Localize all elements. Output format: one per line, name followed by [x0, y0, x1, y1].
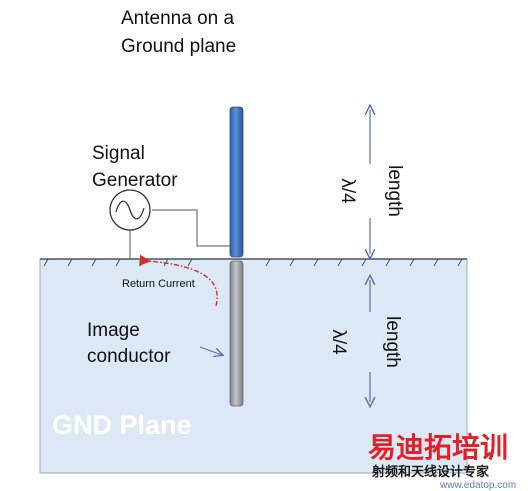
image-conductor-label-line2: conductor — [87, 346, 171, 367]
image-conductor-rod — [229, 260, 244, 407]
return-current-label: Return Current — [122, 278, 195, 290]
return-current-arrow — [139, 254, 218, 307]
signal-generator-label-line1: Signal — [92, 143, 145, 164]
signal-generator-icon — [109, 189, 151, 231]
upper-dimension-fraction: λ/4 — [337, 178, 358, 204]
diagram-title-line2: Ground plane — [121, 36, 236, 57]
watermark-url-text: www.edatop.com — [439, 480, 516, 491]
watermark-logo: 易迪拓培训 射频和天线设计专家 www.edatop.com — [368, 431, 516, 491]
image-conductor-pointer — [199, 346, 222, 355]
ground-plane — [39, 258, 468, 474]
watermark-sub-text: 射频和天线设计专家 — [371, 464, 490, 479]
image-conductor-label-line1: Image — [87, 320, 140, 341]
feed-wire — [152, 209, 230, 247]
upper-dimension-word: length — [384, 165, 405, 217]
watermark-main-text: 易迪拓培训 — [368, 431, 508, 463]
gnd-plane-label: GND Plane — [52, 410, 192, 440]
lower-dimension-fraction: λ/4 — [328, 329, 349, 355]
lower-dimension-word: length — [382, 316, 403, 368]
diagram-title-line1: Antenna on a — [121, 8, 234, 29]
antenna-rod — [229, 106, 244, 258]
signal-generator-label-line2: Generator — [92, 170, 178, 191]
